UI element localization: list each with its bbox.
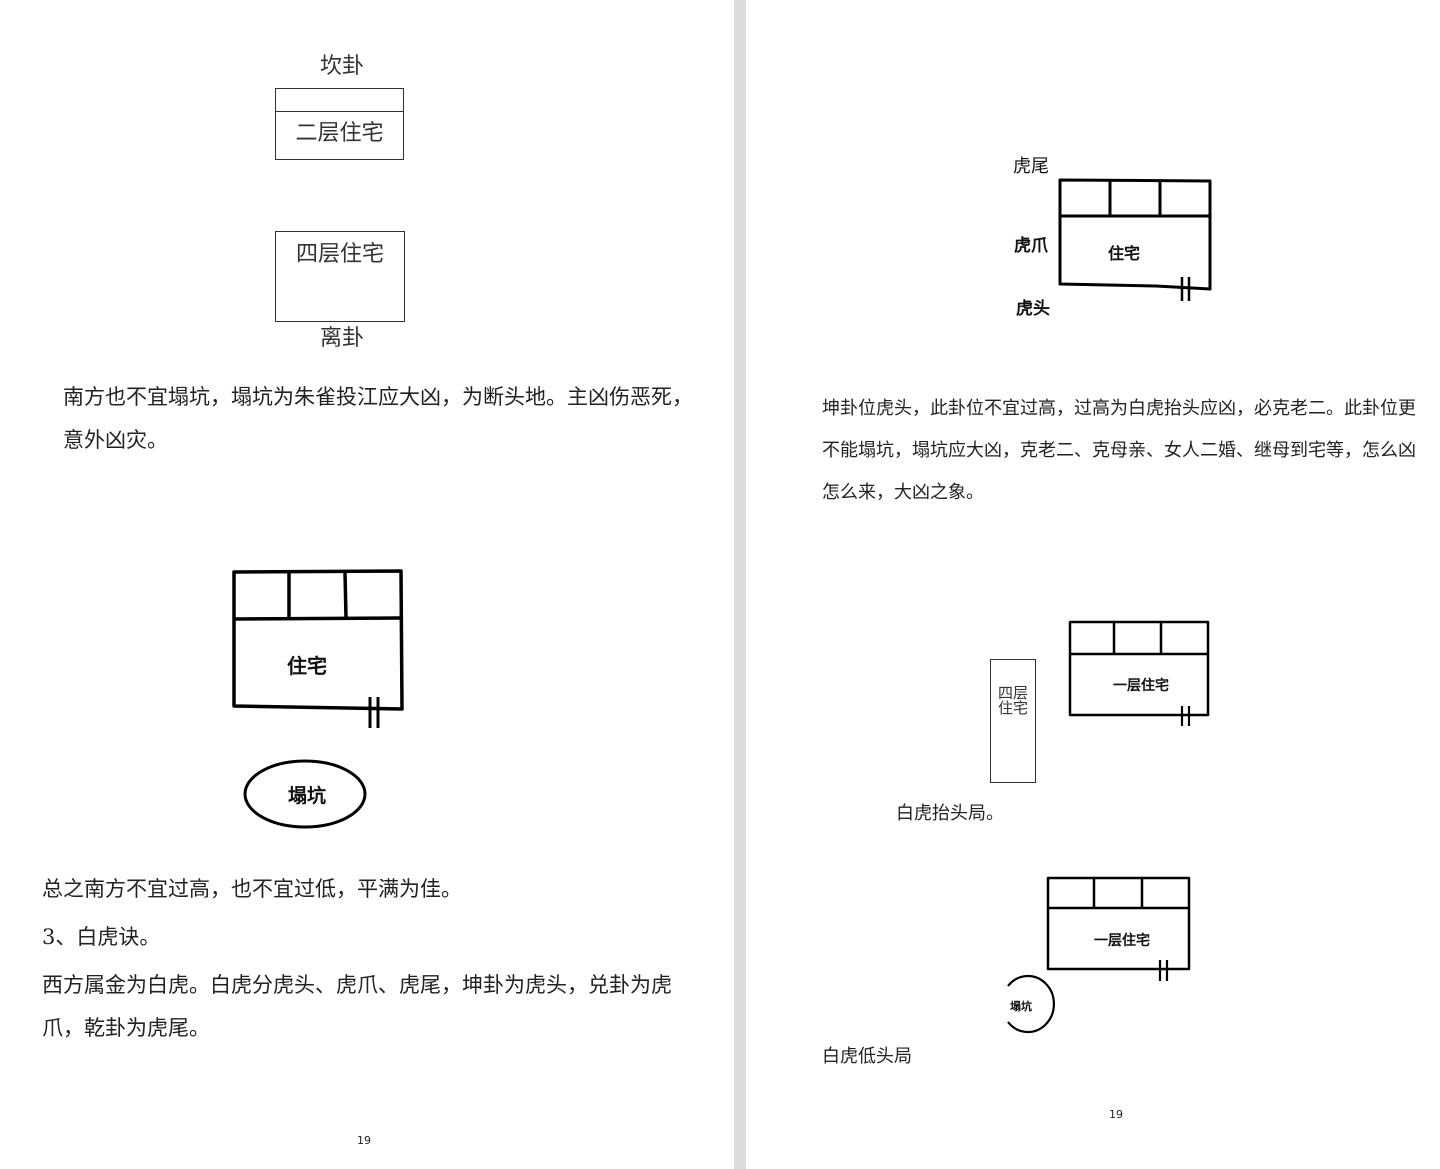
paragraph-south: 南方也不宜塌坑，塌坑为朱雀投江应大凶，为断头地。主凶伤恶死，意外凶灾。 [63, 385, 693, 452]
tall-building-box: 四层住宅 [990, 659, 1036, 783]
tiger-house-drawing [1058, 178, 1212, 301]
pit-label: 塌坑 [288, 785, 327, 807]
tall-building-label: 四层住宅 [997, 684, 1028, 717]
page-number: 19 [357, 1134, 371, 1147]
li-gua-label: 离卦 [320, 326, 365, 351]
tiger-tail-label: 虎尾 [1013, 156, 1049, 177]
four-floor-house-box: 四层住宅 [275, 231, 405, 322]
low-head-drawing [1007, 876, 1191, 1034]
roof-line [276, 111, 403, 112]
paragraph-kun: 坤卦位虎头，此卦位不宜过高，过高为白虎抬头应凶，必克老二。此卦位更不能塌坑，塌坑… [822, 398, 1416, 503]
one-floor-house-label: 一层住宅 [1113, 678, 1169, 694]
two-floor-house-box: 二层住宅 [275, 88, 404, 160]
two-floor-house-label: 二层住宅 [295, 121, 384, 146]
kan-gua-label: 坎卦 [320, 54, 365, 79]
caption-raise-head: 白虎抬头局。 [896, 803, 1004, 824]
caption-low-head: 白虎低头局 [822, 1046, 912, 1067]
left-page: 坎卦 二层住宅 四层住宅 离卦 南方也不宜塌坑，塌坑为朱雀投江应大凶，为断头地。… [42, 54, 693, 1147]
one-floor-house-label-2: 一层住宅 [1094, 933, 1150, 949]
small-pit-label: 塌坑 [1010, 1000, 1032, 1013]
four-floor-house-label: 四层住宅 [295, 242, 384, 267]
page-gutter [734, 0, 746, 1169]
tiger-head-label: 虎头 [1016, 299, 1050, 319]
tiger-claw-label: 虎爪 [1014, 236, 1048, 256]
summary-text: 总之南方不宜过高，也不宜过低，平满为佳。 [42, 877, 462, 901]
house-label: 住宅 [1108, 244, 1141, 263]
house-pit-drawing [232, 569, 404, 829]
section-heading: 3、白虎诀。 [42, 925, 161, 949]
right-page: 虎尾 虎爪 虎头 住宅 坤卦位虎头，此卦位不宜过高，过高为白虎抬头应凶，必克老二… [746, 0, 1440, 1169]
paragraph-white-tiger: 西方属金为白虎。白虎分虎头、虎爪、虎尾，坤卦为虎头，兑卦为虎爪，乾卦为虎尾。 [42, 973, 672, 1040]
one-floor-house-drawing [1068, 620, 1210, 726]
house-label: 住宅 [287, 654, 327, 678]
page-number: 19 [1109, 1108, 1123, 1121]
